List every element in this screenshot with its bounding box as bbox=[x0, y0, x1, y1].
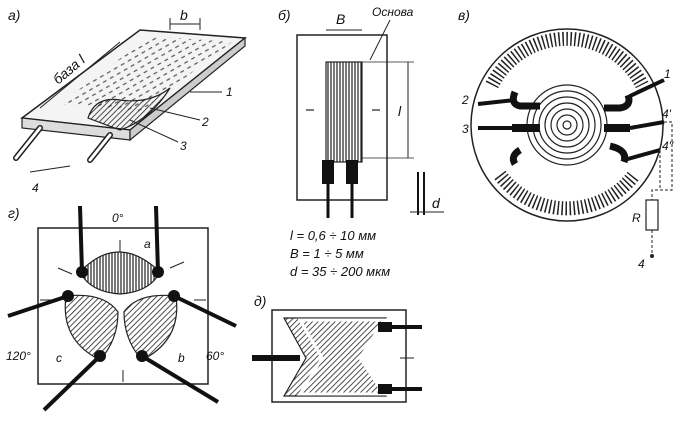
dim-B-label: B bbox=[336, 11, 345, 27]
panel-g-label: г) bbox=[8, 205, 20, 221]
terminal-3: 3 bbox=[462, 122, 469, 136]
angle-120: 120° bbox=[6, 349, 31, 363]
terminal-4p: 4' bbox=[662, 107, 672, 121]
section-a: a bbox=[144, 237, 151, 251]
dim-l-label: l bbox=[398, 103, 402, 119]
lead-right-b bbox=[346, 160, 358, 184]
dim-d-label: d bbox=[432, 195, 441, 211]
resistor-label: R bbox=[632, 211, 641, 225]
rosette-disc bbox=[470, 28, 664, 222]
callout-4: 4 bbox=[32, 181, 39, 195]
terminal-2: 2 bbox=[461, 93, 469, 107]
callout-2: 2 bbox=[201, 115, 209, 129]
angle-60: 60° bbox=[206, 349, 224, 363]
panel-v: в) 2 3 1 4' 4'' bbox=[458, 7, 674, 271]
panel-b: б) B Основа l d l = 0,6 ÷ 10 мм B = 1 ÷ … bbox=[278, 5, 444, 279]
lobe-a bbox=[79, 251, 161, 295]
section-c: c bbox=[56, 351, 62, 365]
resistor bbox=[645, 199, 659, 231]
spec-d: d = 35 ÷ 200 мкм bbox=[290, 264, 390, 279]
angle-0: 0° bbox=[112, 211, 124, 225]
cutaway-layer bbox=[87, 87, 171, 131]
panel-d-label: д) bbox=[254, 293, 266, 309]
grid-outer-top bbox=[485, 31, 649, 89]
wire-grid-b bbox=[325, 61, 363, 163]
callout-3: 3 bbox=[180, 139, 187, 153]
substrate-label: Основа bbox=[372, 5, 414, 19]
lobe-b bbox=[123, 294, 178, 361]
dim-b-label: b bbox=[180, 7, 188, 23]
panel-g: г) 0° 120° 60° a c b bbox=[6, 205, 237, 412]
lead-left-b bbox=[322, 160, 334, 184]
lobe-c bbox=[64, 294, 119, 361]
panel-b-label: б) bbox=[278, 7, 291, 23]
spec-B: B = 1 ÷ 5 мм bbox=[290, 246, 364, 261]
gauge-plate-side bbox=[129, 36, 246, 142]
grid-outer-bottom bbox=[494, 170, 640, 216]
terminal-1: 1 bbox=[664, 67, 671, 81]
spec-l: l = 0,6 ÷ 10 мм bbox=[290, 228, 376, 243]
panel-a: а) b база l 1 2 3 4 bbox=[8, 7, 247, 195]
panel-d: д) bbox=[252, 293, 422, 403]
panel-a-label: а) bbox=[8, 7, 20, 23]
terminal-4pp: 4'' bbox=[662, 139, 674, 153]
bottom-terminal-4: 4 bbox=[638, 257, 645, 271]
callout-1: 1 bbox=[226, 85, 233, 99]
wire-grid bbox=[60, 36, 232, 112]
panel-v-label: в) bbox=[458, 7, 470, 23]
section-b: b bbox=[178, 351, 185, 365]
